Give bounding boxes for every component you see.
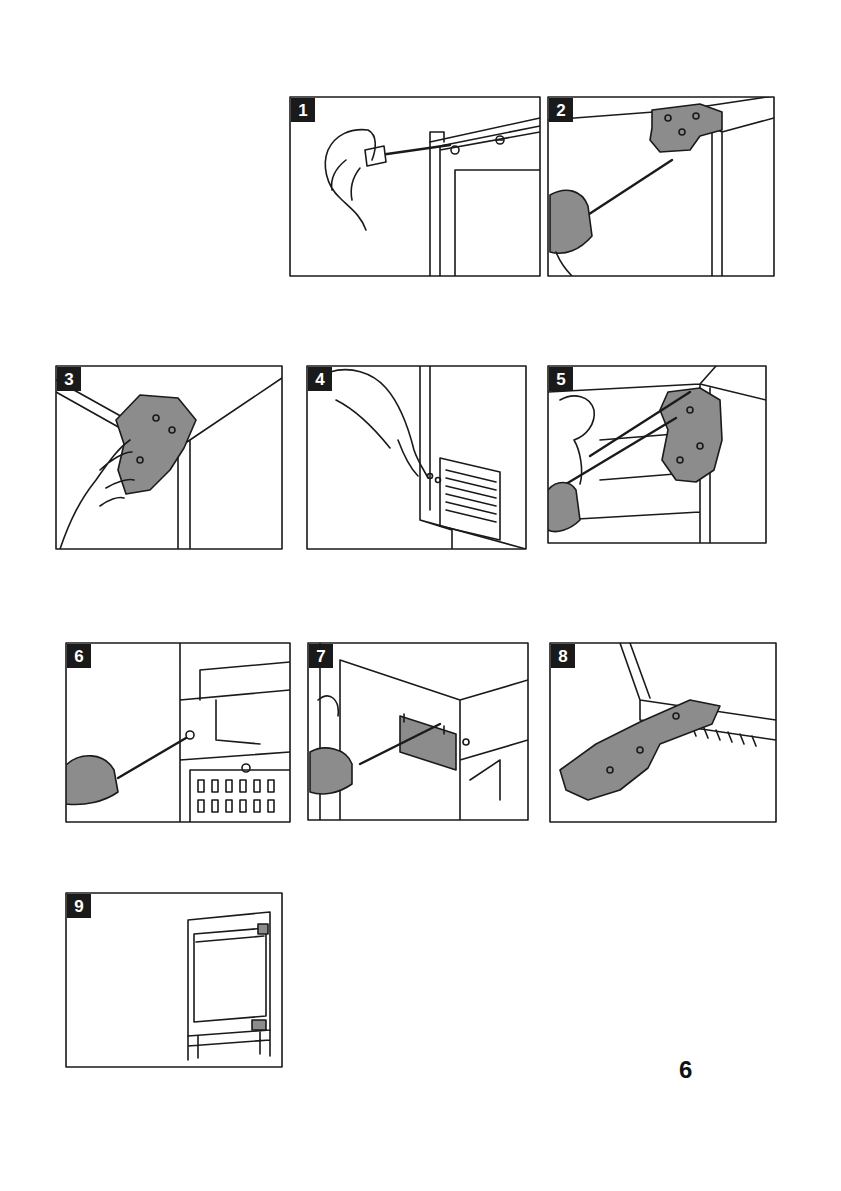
step-3-art (56, 378, 282, 549)
step-7-art (310, 643, 528, 820)
step-number: 2 (549, 98, 573, 122)
step-8-art (560, 643, 776, 800)
step-number: 4 (308, 367, 332, 391)
page-number: 6 (679, 1058, 692, 1082)
step-5-art (548, 366, 766, 543)
step-number: 1 (291, 98, 315, 122)
step-6-art (66, 643, 290, 822)
step-4-art (330, 366, 526, 549)
step-number: 3 (57, 367, 81, 391)
step-number: 9 (67, 894, 91, 918)
step-9-art (188, 912, 270, 1060)
step-number: 7 (309, 644, 333, 668)
step-number: 5 (549, 367, 573, 391)
step-number: 8 (551, 644, 575, 668)
step-1-art (325, 118, 540, 276)
step-2-art (548, 97, 774, 276)
panel-frames (56, 97, 776, 1067)
step-number: 6 (67, 644, 91, 668)
